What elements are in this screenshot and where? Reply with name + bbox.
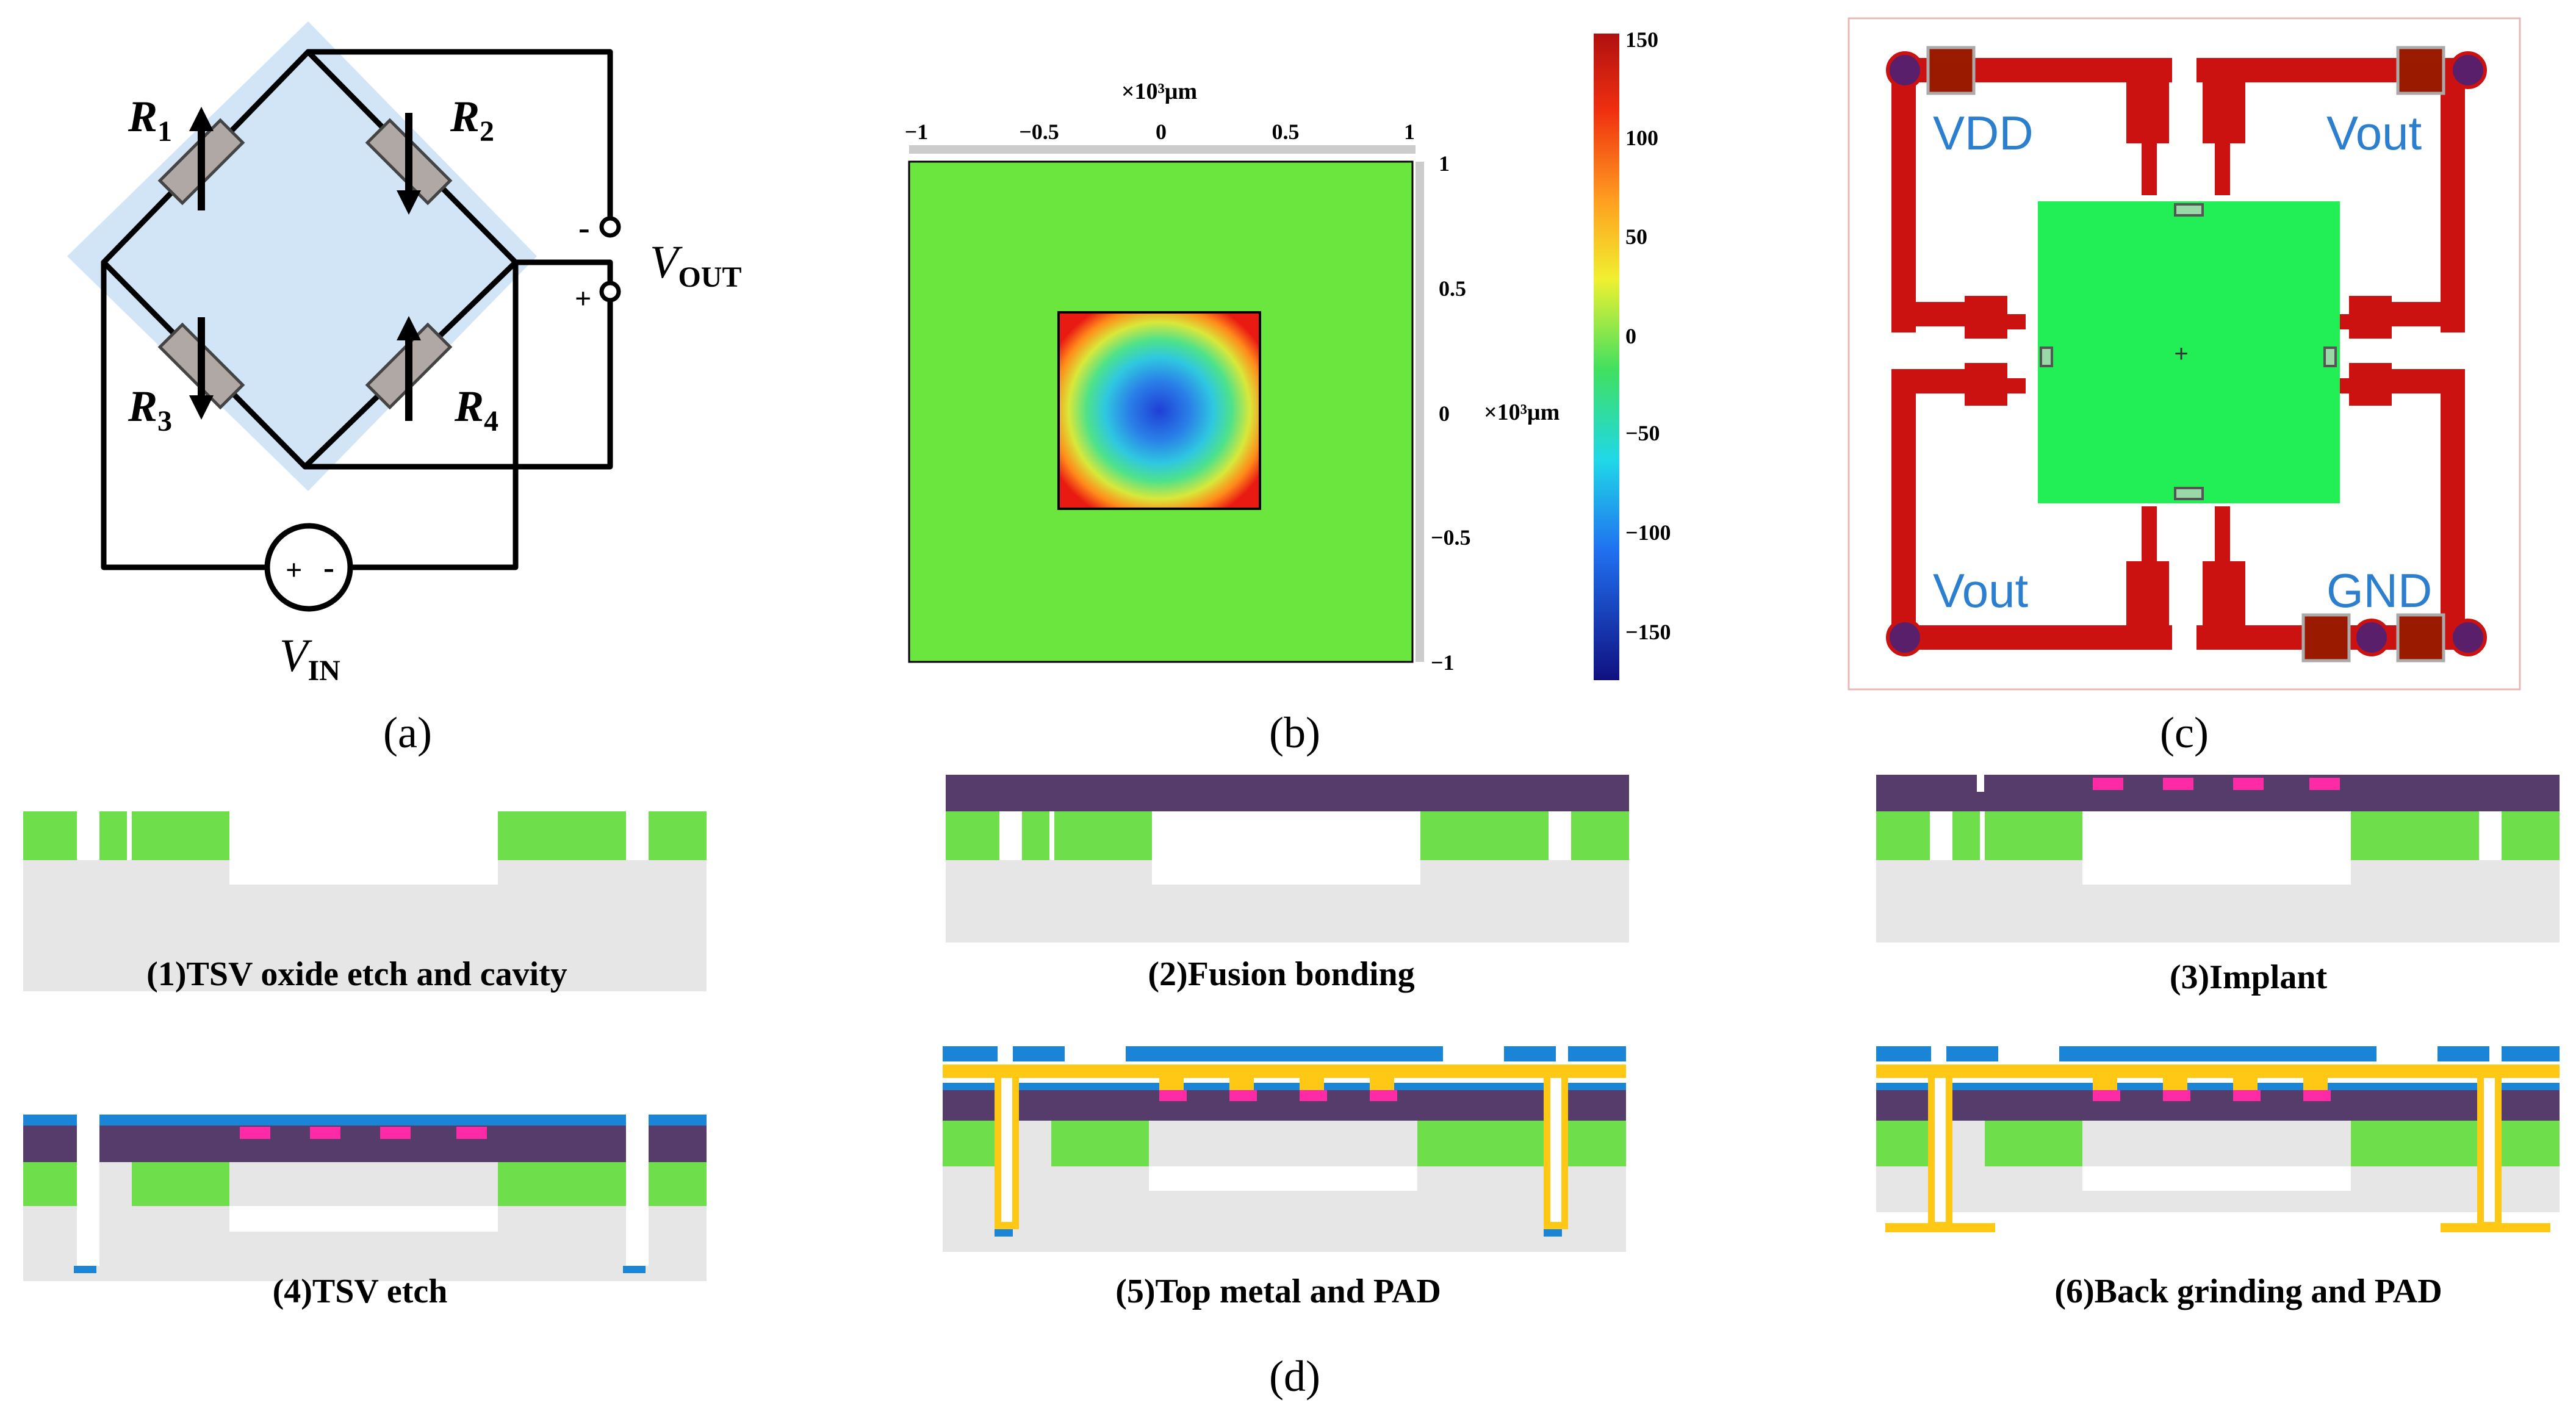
right-tick: −1 [1431,650,1455,675]
panel-c-label: (c) [2160,708,2209,757]
colorbar-tick: 50 [1625,224,1647,249]
step-3 [1876,775,2560,943]
right-tick: 0.5 [1439,276,1466,301]
pad-label-gnd: GND [2326,564,2432,617]
vin-source [264,523,353,612]
step-2 [946,775,1629,943]
membrane-stress [1057,311,1261,510]
vout-plus-sign: + [575,282,591,315]
colorbar-tick: 0 [1625,324,1636,348]
step-label-5: (5)Top metal and PAD [1115,1273,1441,1310]
step-1 [23,811,707,991]
colorbar-tick: −50 [1625,421,1660,445]
side-axis-bar [1416,162,1424,662]
colorbar-tick: −100 [1625,520,1671,545]
pad-top-right [2396,46,2487,95]
top-tick: 1 [1404,120,1415,144]
step-6 [1876,1046,2560,1232]
panel-b-label: (b) [1269,708,1320,757]
pad-labels: VDD Vout Vout GND [1933,106,2432,617]
vin-source-minus: - [323,549,334,586]
vout-plus-terminal [599,281,621,303]
panel-a-bridge: - + VOUT + - VIN R1 R2 R3 R4 ( [67,21,741,757]
bond-pads [1886,46,2487,663]
top-axis-unit: ×10³μm [1121,79,1197,104]
vout-minus-terminal [599,216,621,238]
top-axis-ticks: −1 −0.5 0 0.5 1 [905,120,1415,144]
top-tick: 0.5 [1272,120,1300,144]
step-label-4: (4)TSV etch [273,1273,448,1310]
pad-label-vdd: VDD [1933,106,2034,160]
step-5 [943,1046,1626,1252]
pad-label-vout-top: Vout [2326,106,2422,160]
top-tick: 0 [1156,120,1167,144]
vout-label: VOUT [650,237,741,293]
pad-bottom-right [2301,613,2487,663]
panel-a-label: (a) [383,708,432,757]
vout-minus-sign: - [578,209,590,247]
pad-top-left [1886,46,1976,95]
membrane-center-mark: + [2174,340,2188,367]
r4-label: R4 [454,382,498,437]
membrane [2038,201,2340,503]
top-tick: −1 [905,120,929,144]
right-tick: 1 [1439,151,1450,176]
step-label-3: (3)Implant [2170,958,2328,996]
top-tick: −0.5 [1019,120,1059,144]
piezoresistors [2040,203,2337,500]
vin-source-plus: + [286,554,302,586]
panel-c-layout: + VDD Vout Vout GND (c) [1847,17,2521,757]
colorbar-ticks: 150 100 50 0 −50 −100 −150 [1625,27,1671,644]
r2-label: R2 [450,92,494,148]
step-4 [23,1077,707,1281]
side-axis-unit: ×10³μm [1484,400,1560,425]
r1-label: R1 [128,92,172,148]
pad-label-vout-bottom: Vout [1933,564,2028,617]
right-tick: −0.5 [1431,525,1471,550]
step-label-1: (1)TSV oxide etch and cavity [146,955,567,993]
right-axis-ticks: 1 0.5 0 −0.5 −1 [1431,151,1471,675]
colorbar [1594,34,1619,680]
step-label-2: (2)Fusion bonding [1148,955,1414,993]
pad-bottom-left [1886,619,1924,656]
step-label-6: (6)Back grinding and PAD [2054,1273,2442,1310]
colorbar-tick: −150 [1625,620,1671,644]
colorbar-tick: 100 [1625,126,1658,150]
right-tick: 0 [1439,401,1450,426]
panel-b-stress-map: ×10³μm −1 −0.5 0 0.5 1 1 0.5 0 −0.5 −1 ×… [905,27,1671,757]
r3-label: R3 [128,382,172,437]
top-axis-bar [909,145,1416,154]
colorbar-tick: 150 [1625,27,1658,52]
panel-d-process: (1)TSV oxide etch and cavity (2)Fusion b… [23,775,2560,1401]
vin-label: VIN [279,630,340,687]
panel-d-label: (d) [1269,1352,1320,1401]
